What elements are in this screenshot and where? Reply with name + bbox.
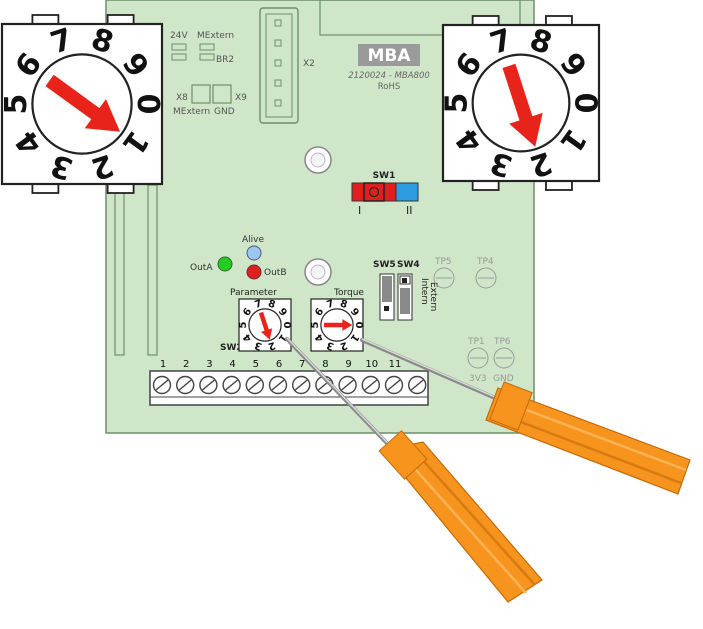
label-sw2: SW2 bbox=[220, 343, 243, 353]
terminal-number-4: 4 bbox=[229, 359, 235, 370]
terminal-screw[interactable] bbox=[245, 375, 265, 395]
dial-digit-2: 2 bbox=[267, 339, 277, 352]
dial-digit-7: 7 bbox=[253, 298, 263, 311]
terminal-screw[interactable] bbox=[292, 375, 311, 395]
label-sw1-pos2: II bbox=[406, 204, 413, 217]
dial-digit-0: 0 bbox=[130, 94, 165, 115]
terminal-block bbox=[149, 370, 429, 406]
label-mextern-top: MExtern bbox=[197, 31, 234, 41]
label-tp1: TP1 bbox=[467, 337, 485, 347]
board-rohs: RoHS bbox=[378, 82, 401, 92]
dial-digit-3: 3 bbox=[325, 339, 335, 352]
label-sw1-pos1: I bbox=[358, 204, 361, 217]
testpoint-tp5 bbox=[433, 267, 455, 289]
terminal-screw[interactable] bbox=[222, 375, 241, 395]
dial-arrow bbox=[258, 311, 273, 340]
label-parameter: Parameter bbox=[230, 288, 277, 298]
terminal-screw[interactable] bbox=[384, 375, 404, 395]
label-mextern-bottom: MExtern bbox=[173, 107, 210, 117]
screwdriver-left bbox=[285, 337, 543, 603]
dial-digit-8: 8 bbox=[267, 298, 277, 311]
label-alive: Alive bbox=[242, 235, 264, 245]
terminal-number-5: 5 bbox=[253, 359, 259, 370]
terminal-screw[interactable] bbox=[199, 375, 218, 395]
board-logo: MBA bbox=[367, 46, 411, 66]
testpoint-tp6 bbox=[493, 347, 515, 369]
dial-digit-5: 5 bbox=[0, 94, 34, 115]
label-sw1: SW1 bbox=[373, 171, 396, 181]
dial-arrow bbox=[324, 319, 353, 331]
terminal-screw[interactable] bbox=[361, 375, 380, 395]
terminal-number-2: 2 bbox=[183, 359, 189, 370]
dial-arrow bbox=[502, 63, 543, 147]
terminal-screw[interactable] bbox=[175, 375, 195, 395]
label-24v: 24V bbox=[170, 31, 188, 41]
terminal-number-9: 9 bbox=[345, 359, 351, 370]
dial-digit-8: 8 bbox=[339, 298, 349, 311]
terminal-number-10: 10 bbox=[365, 359, 378, 370]
label-outa: OutA bbox=[190, 263, 213, 273]
label-tp6: TP6 bbox=[493, 337, 511, 347]
terminal-number-8: 8 bbox=[322, 359, 328, 370]
led-alive bbox=[246, 245, 262, 261]
testpoint-tp4 bbox=[475, 267, 497, 289]
terminal-number-3: 3 bbox=[206, 359, 212, 370]
terminal-screw[interactable] bbox=[408, 375, 427, 395]
terminal-number-6: 6 bbox=[276, 359, 282, 370]
label-x2: X2 bbox=[303, 59, 315, 69]
label-torque: Torque bbox=[333, 288, 364, 298]
sw5-jumper[interactable] bbox=[379, 273, 395, 321]
label-x9: X9 bbox=[235, 93, 247, 103]
dial-digit-0: 0 bbox=[281, 322, 292, 329]
dial-digit-0: 0 bbox=[567, 93, 602, 114]
sw4-jumper[interactable] bbox=[397, 273, 413, 321]
terminal-screw[interactable] bbox=[268, 375, 288, 395]
dial-digit-5: 5 bbox=[238, 321, 249, 328]
label-outb: OutB bbox=[264, 268, 287, 278]
led-outb bbox=[246, 264, 262, 280]
terminal-number-7: 7 bbox=[299, 359, 305, 370]
label-gnd-tp6: GND bbox=[493, 374, 514, 384]
dial-digit-0: 0 bbox=[353, 322, 364, 329]
testpoint-tp1 bbox=[467, 347, 489, 369]
dial-digit-7: 7 bbox=[325, 298, 335, 311]
label-extern: Extern bbox=[428, 282, 438, 311]
terminal-screw[interactable] bbox=[338, 375, 357, 395]
label-br2: BR2 bbox=[216, 55, 234, 65]
board-part-number: 2120024 - MBA800 bbox=[348, 71, 430, 81]
label-sw5: SW5 bbox=[373, 260, 396, 270]
label-3v3: 3V3 bbox=[469, 374, 487, 384]
label-intern: Intern bbox=[419, 278, 429, 305]
screwdriver-right bbox=[360, 338, 691, 495]
dial-digit-2: 2 bbox=[339, 339, 349, 352]
sw1-switch[interactable] bbox=[351, 182, 419, 202]
label-gnd-x9: GND bbox=[214, 107, 235, 117]
terminal-number-11: 11 bbox=[389, 359, 402, 370]
led-outa bbox=[217, 256, 233, 272]
label-tp5: TP5 bbox=[434, 257, 452, 267]
dial-digit-3: 3 bbox=[253, 339, 263, 352]
dial-digit-5: 5 bbox=[310, 321, 321, 328]
dial-digit-5: 5 bbox=[440, 93, 475, 114]
dial-arrow bbox=[45, 74, 121, 132]
label-x8: X8 bbox=[176, 93, 188, 103]
label-sw4: SW4 bbox=[397, 260, 420, 270]
x2-connector bbox=[259, 7, 299, 124]
label-tp4: TP4 bbox=[476, 257, 494, 267]
terminal-screw[interactable] bbox=[152, 375, 172, 395]
terminal-number-1: 1 bbox=[160, 359, 166, 370]
